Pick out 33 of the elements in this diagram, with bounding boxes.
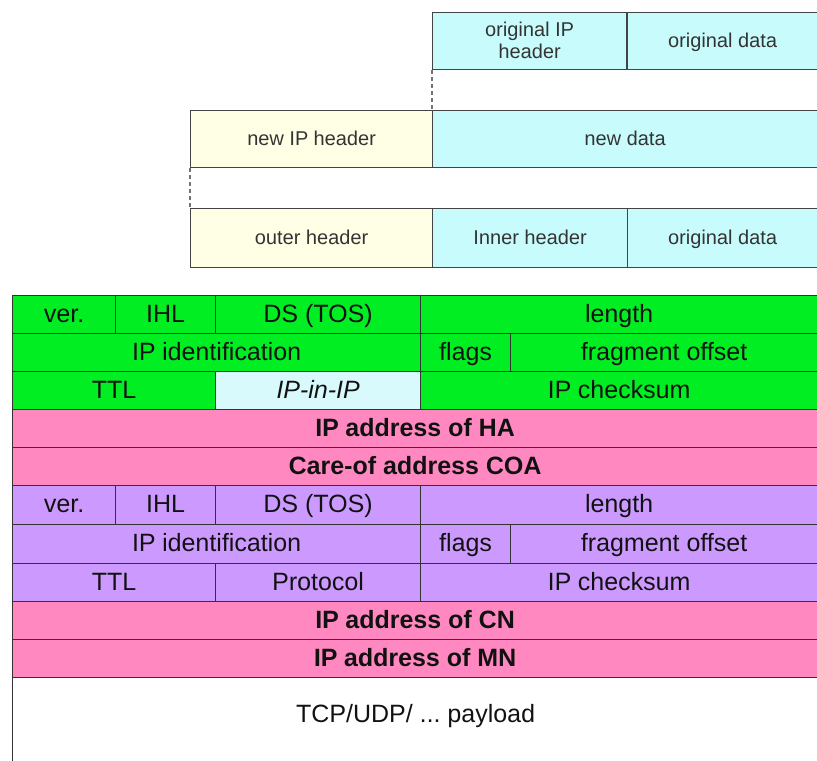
header-field: flags [420, 524, 511, 564]
header-field: ver. [12, 295, 116, 334]
header-field: TTL [12, 563, 216, 602]
header-field: length [420, 295, 817, 334]
header-field: fragment offset [510, 333, 817, 372]
header-field: IP address of HA [12, 409, 817, 448]
header-field: Care-of address COA [12, 447, 817, 486]
header-field: IP identification [12, 524, 421, 564]
header-field: IP checksum [420, 563, 817, 602]
dashed-connector [431, 70, 433, 110]
packet-segment: original IP header [432, 12, 627, 70]
header-field: Protocol [215, 563, 421, 602]
header-field: IP checksum [420, 371, 817, 410]
header-field: IHL [115, 295, 216, 334]
header-field: IP address of MN [12, 639, 817, 678]
packet-segment: outer header [190, 208, 433, 268]
header-field: TTL [12, 371, 216, 410]
packet-segment: new IP header [190, 110, 433, 168]
header-field: IP-in-IP [215, 371, 421, 410]
header-field: length [420, 485, 817, 525]
packet-segment: original data [627, 12, 817, 70]
header-field: DS (TOS) [215, 485, 421, 525]
packet-segment: Inner header [432, 208, 628, 268]
header-field: ver. [12, 485, 116, 525]
header-field: IP address of CN [12, 601, 817, 640]
dashed-connector [189, 168, 191, 208]
header-field: flags [420, 333, 511, 372]
packet-segment: original data [627, 208, 817, 268]
header-field: DS (TOS) [215, 295, 421, 334]
packet-segment: new data [432, 110, 817, 168]
header-field: IHL [115, 485, 216, 525]
header-field: IP identification [12, 333, 421, 372]
header-field: fragment offset [510, 524, 817, 564]
